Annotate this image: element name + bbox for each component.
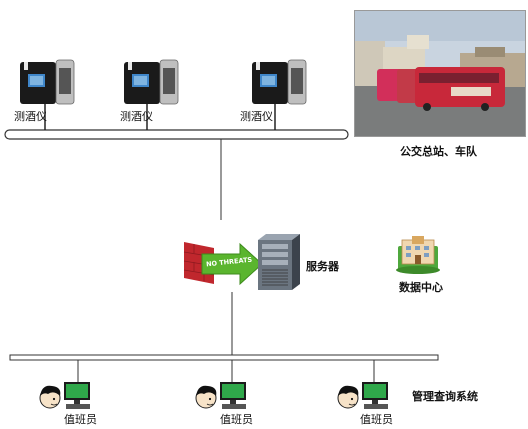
duty-staff-label: 值班员 bbox=[220, 413, 253, 426]
device-label: 测酒仪 bbox=[14, 110, 47, 123]
device-label: 测酒仪 bbox=[120, 110, 153, 123]
query-system-label: 管理查询系统 bbox=[412, 390, 478, 403]
data-center-label: 数据中心 bbox=[399, 281, 443, 294]
device-label: 测酒仪 bbox=[240, 110, 273, 123]
server-label: 服务器 bbox=[306, 260, 339, 273]
bus-station-photo bbox=[354, 10, 526, 137]
duty-staff-label: 值班员 bbox=[360, 413, 393, 426]
duty-staff-label: 值班员 bbox=[64, 413, 97, 426]
bus-station-caption: 公交总站、车队 bbox=[400, 145, 477, 158]
